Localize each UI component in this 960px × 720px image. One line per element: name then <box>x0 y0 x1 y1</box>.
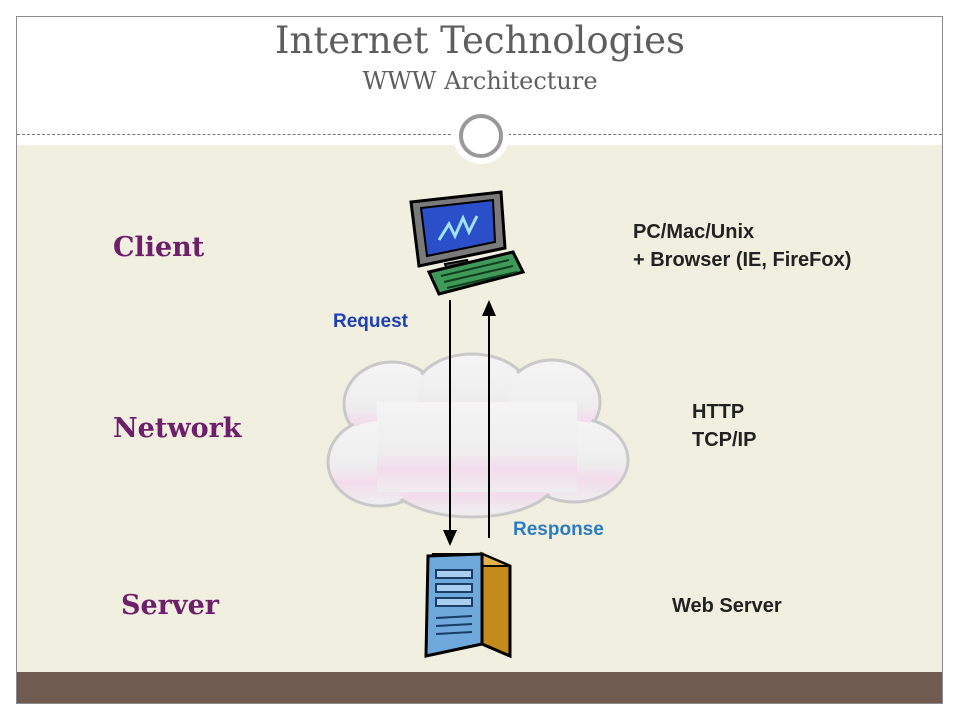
client-description-line: PC/Mac/Unix <box>633 221 755 243</box>
network-description: HTTP TCP/IP <box>692 398 756 454</box>
circle-ornament-icon <box>453 108 509 164</box>
request-label: Request <box>333 311 408 332</box>
layer-label-client: Client <box>113 232 205 263</box>
server-tower-icon <box>424 551 512 659</box>
layer-label-network: Network <box>113 413 242 444</box>
computer-icon <box>409 190 526 296</box>
slide-title: Internet Technologies <box>274 19 686 62</box>
slide-frame <box>16 16 943 704</box>
slide-footer-bar <box>17 672 942 703</box>
network-description-line: TCP/IP <box>692 429 757 451</box>
layer-label-server: Server <box>121 590 219 621</box>
response-label: Response <box>513 519 604 540</box>
client-description: PC/Mac/Unix + Browser (IE, FireFox) <box>633 218 851 274</box>
server-description-line: Web Server <box>672 595 782 617</box>
client-description-line: + Browser (IE, FireFox) <box>633 249 852 271</box>
network-description-line: HTTP <box>692 401 745 423</box>
response-arrow <box>482 300 496 538</box>
server-description: Web Server <box>672 592 782 620</box>
request-arrow <box>443 300 457 546</box>
slide-subtitle: WWW Architecture <box>362 67 598 95</box>
cloud-icon <box>326 352 630 519</box>
